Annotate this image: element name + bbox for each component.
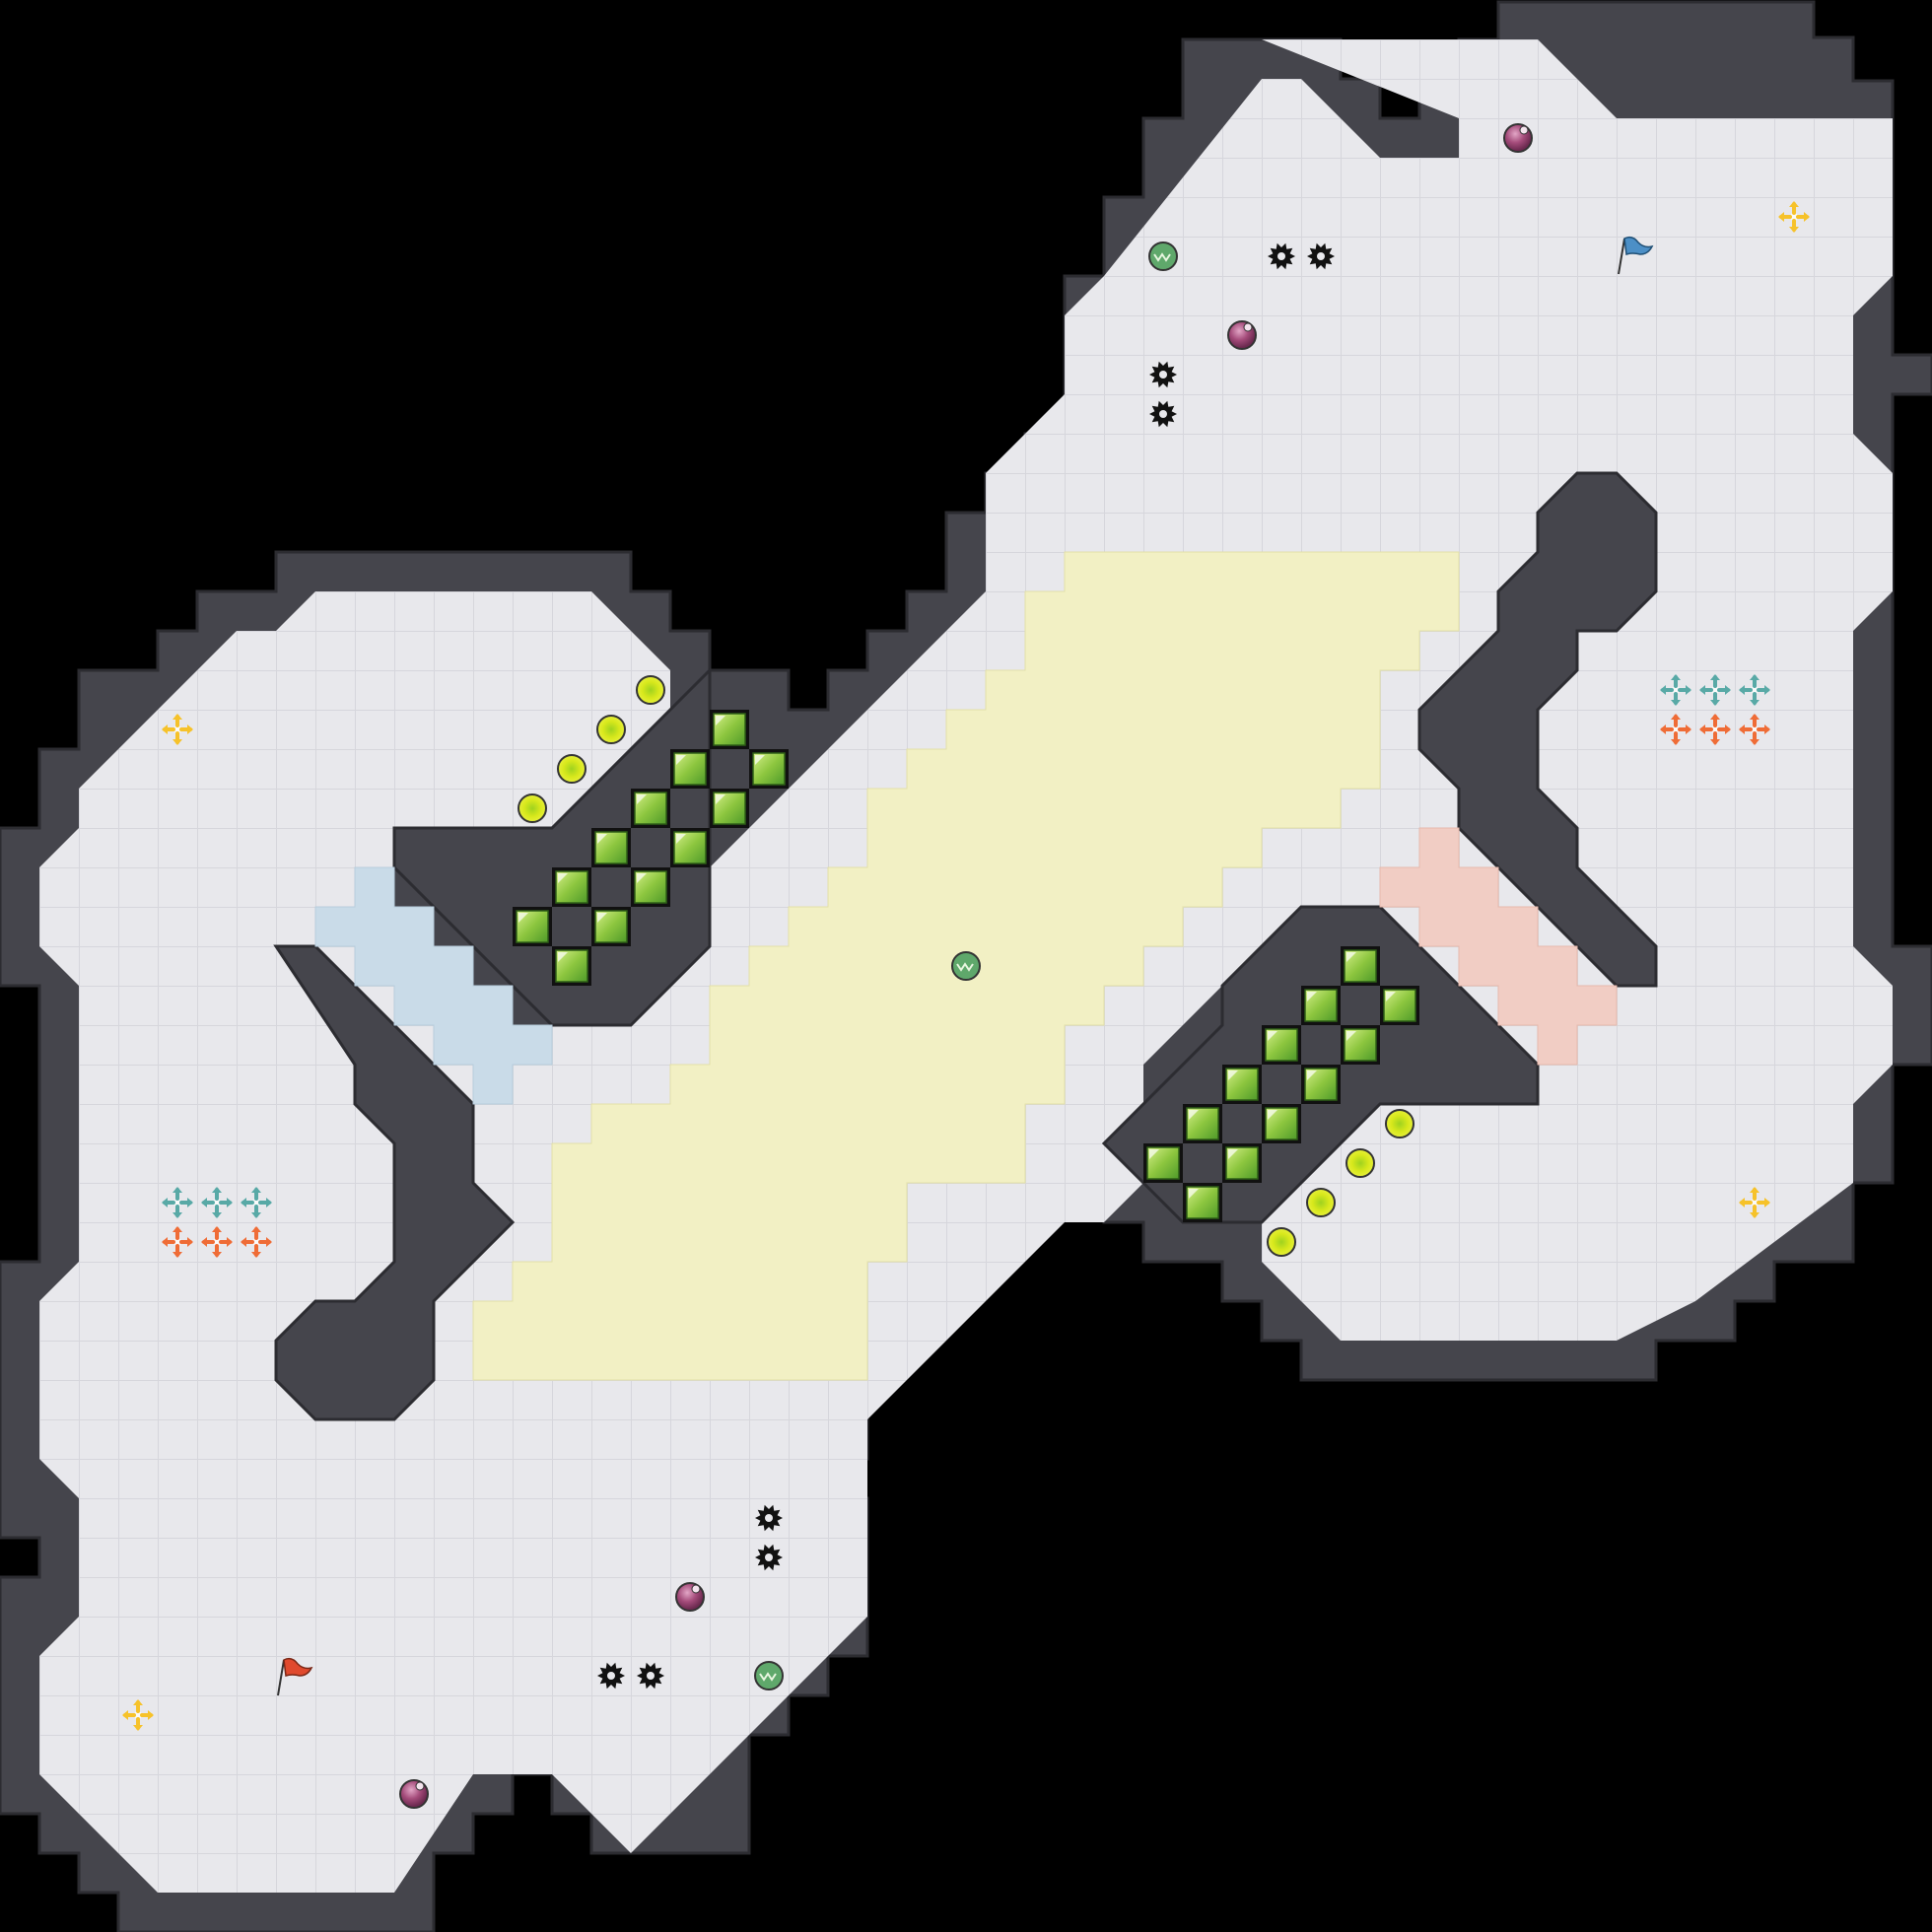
yellow-token[interactable] (1346, 1148, 1375, 1178)
spawn-teal (1660, 674, 1691, 706)
spawn-gold (1778, 201, 1810, 233)
red-flag-icon[interactable] (277, 1657, 313, 1696)
green-block (1341, 946, 1380, 986)
spike-mine (1149, 361, 1177, 388)
green-block (1222, 1143, 1262, 1183)
purple-orbs (399, 123, 1533, 1809)
green-block (552, 867, 591, 907)
spawn-orange (162, 1226, 193, 1258)
green-block (710, 710, 749, 749)
green-block (552, 946, 591, 986)
blue-flag-icon[interactable] (1618, 236, 1654, 275)
spawn-teal (1739, 674, 1770, 706)
spike-mine (1268, 242, 1295, 270)
spawn-gold (1739, 1187, 1770, 1218)
boost-pad[interactable] (1148, 242, 1178, 271)
spawn-points (122, 201, 1810, 1731)
green-block (749, 749, 789, 789)
spawn-teal (162, 1187, 193, 1218)
green-block (670, 749, 710, 789)
spawn-teal (201, 1187, 233, 1218)
green-block (631, 789, 670, 828)
boost-pad[interactable] (951, 951, 981, 981)
spike-mine (1149, 400, 1177, 428)
yellow-token[interactable] (557, 754, 586, 784)
yellow-token[interactable] (1306, 1188, 1336, 1217)
yellow-tokens (518, 675, 1414, 1257)
green-block (1183, 1104, 1222, 1143)
yellow-token[interactable] (1267, 1227, 1296, 1257)
spike-mine (755, 1544, 783, 1571)
spike-mine (1307, 242, 1335, 270)
green-block (710, 789, 749, 828)
yellow-token[interactable] (636, 675, 665, 705)
green-blocks (513, 710, 1419, 1222)
green-block (1301, 986, 1341, 1025)
green-block (591, 907, 631, 946)
spawn-teal (1699, 674, 1731, 706)
yellow-token[interactable] (518, 794, 547, 823)
green-block (1301, 1065, 1341, 1104)
green-block (1262, 1104, 1301, 1143)
purple-orb[interactable] (675, 1582, 705, 1612)
spawn-orange (1660, 714, 1691, 745)
spawn-teal (241, 1187, 272, 1218)
green-block (1222, 1065, 1262, 1104)
purple-orb[interactable] (1227, 320, 1257, 350)
boost-pads (754, 242, 1178, 1690)
yellow-token[interactable] (1385, 1109, 1414, 1138)
green-block (1262, 1025, 1301, 1065)
spawn-gold (162, 714, 193, 745)
spawn-orange (1739, 714, 1770, 745)
green-block (591, 828, 631, 867)
spike-mine (637, 1662, 664, 1690)
purple-orb[interactable] (1503, 123, 1533, 153)
spawn-gold (122, 1699, 154, 1731)
blue-zone (314, 866, 553, 1105)
green-block (513, 907, 552, 946)
green-block (631, 867, 670, 907)
spawn-orange (1699, 714, 1731, 745)
green-block (1341, 1025, 1380, 1065)
spawn-orange (241, 1226, 272, 1258)
red-zone (1379, 827, 1618, 1066)
spawn-orange (201, 1226, 233, 1258)
green-block (1380, 986, 1419, 1025)
spike-mine (597, 1662, 625, 1690)
purple-orb[interactable] (399, 1779, 429, 1809)
green-block (1183, 1183, 1222, 1222)
green-block (1143, 1143, 1183, 1183)
yellow-token[interactable] (596, 715, 626, 744)
spike-mine (755, 1504, 783, 1532)
green-block (670, 828, 710, 867)
spikes (597, 242, 1335, 1690)
boost-pad[interactable] (754, 1661, 784, 1690)
